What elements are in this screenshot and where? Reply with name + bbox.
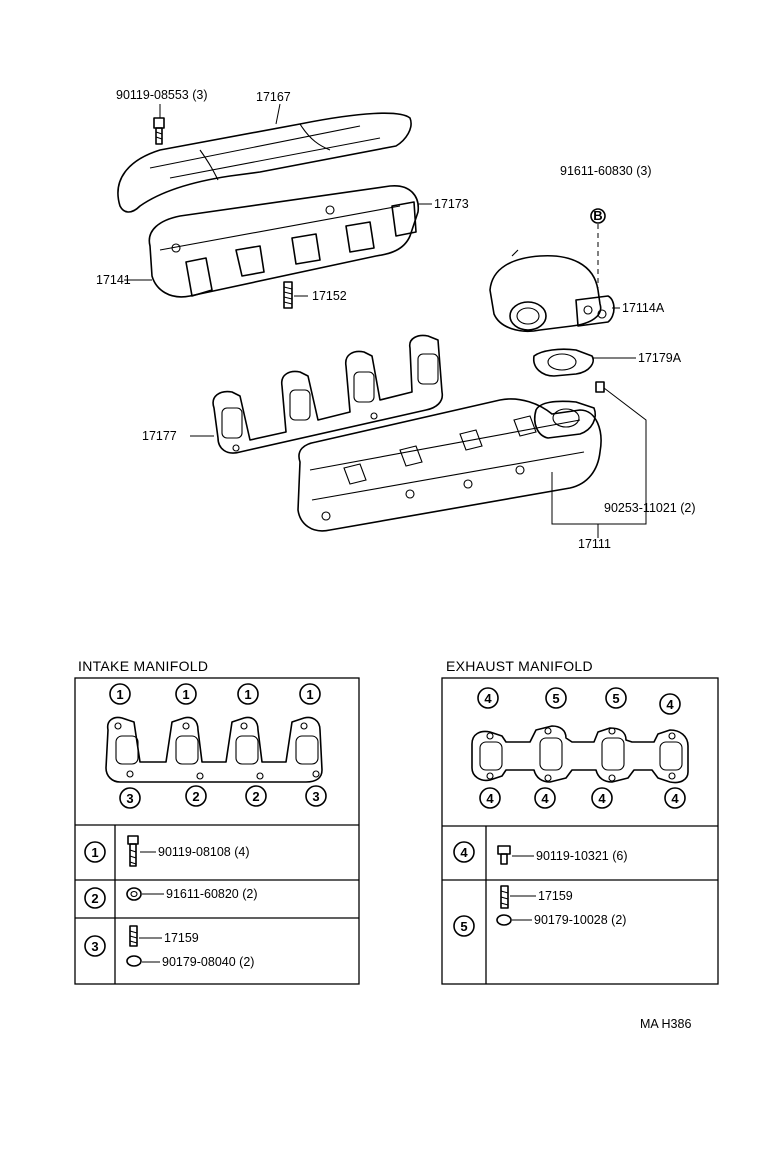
exhaust-top-marks: 4 5 5 4 (477, 687, 681, 715)
elbow-gasket-17179A (532, 348, 594, 377)
intake-panel-title: INTAKE MANIFOLD (78, 658, 208, 674)
intake-gasket-diagram (105, 716, 323, 783)
intake-panel-frame (74, 677, 360, 985)
exhaust-panel-title: EXHAUST MANIFOLD (446, 658, 593, 674)
figure-code: MA H386 (640, 1017, 691, 1031)
mark: 1 (244, 687, 251, 702)
callout-17111: 17111 (578, 537, 611, 551)
exhaust-gasket-17177 (212, 334, 444, 454)
exhaust-legend-row-4: 4 90119-10321 (6) (453, 841, 628, 865)
svg-text:90179-08040 (2): 90179-08040 (2) (162, 955, 254, 969)
mark: 4 (486, 791, 494, 806)
svg-text:90179-10028 (2): 90179-10028 (2) (534, 913, 626, 927)
mark: 5 (552, 691, 559, 706)
svg-text:3: 3 (91, 939, 98, 954)
flange-bolt-icon (127, 835, 139, 845)
exhaust-panel-frame (441, 677, 719, 985)
stud-17152 (283, 281, 293, 309)
intake-legend-row-3: 3 17159 90179-08040 (2) (84, 925, 254, 969)
intake-manifold-17141 (148, 185, 419, 298)
mark: 1 (182, 687, 189, 702)
mark: 4 (598, 791, 606, 806)
exhaust-manifold-17111 (297, 398, 602, 532)
svg-text:90119-10321 (6): 90119-10321 (6) (536, 849, 628, 863)
intake-legend-row-1: 1 90119-08108 (4) (84, 835, 250, 867)
heat-insulator-17167 (117, 112, 412, 213)
intake-top-marks: 1 1 1 1 (109, 683, 321, 705)
callout-90253-11021: 90253-11021 (2) (604, 501, 696, 515)
mark: 1 (306, 687, 313, 702)
mark: 4 (666, 697, 674, 712)
callout-17167: 17167 (256, 90, 291, 104)
exhaust-gasket-diagram (471, 725, 689, 784)
leader-lines (124, 103, 647, 538)
mark: 4 (541, 791, 549, 806)
mark: 1 (116, 687, 123, 702)
svg-text:90119-08108 (4): 90119-08108 (4) (158, 845, 250, 859)
stud-outlet (595, 381, 605, 393)
callout-17173: 17173 (434, 197, 469, 211)
callout-17152: 17152 (312, 289, 347, 303)
svg-text:17159: 17159 (164, 931, 199, 945)
mark: 3 (126, 791, 133, 806)
nut-b-marker: B (590, 208, 606, 290)
svg-text:17159: 17159 (538, 889, 573, 903)
nut-icon (126, 955, 142, 967)
mark: 3 (312, 789, 319, 804)
mark: 2 (192, 789, 199, 804)
svg-text:5: 5 (460, 919, 467, 934)
callout-17114A: 17114A (622, 301, 665, 315)
exhaust-bottom-marks: 4 4 4 4 (479, 787, 686, 809)
turbo-elbow-17114A (489, 249, 615, 332)
nut-icon (496, 914, 512, 926)
callout-17179A: 17179A (638, 351, 682, 365)
svg-text:2: 2 (91, 891, 98, 906)
callout-bolt-90119-08553: 90119-08553 (3) (116, 88, 208, 102)
intake-legend-row-2: 2 91611-60820 (2) (84, 887, 258, 909)
callout-91611-60830: 91611-60830 (3) (560, 164, 652, 178)
intake-bottom-marks: 3 2 2 3 (119, 785, 327, 809)
mark: 4 (484, 691, 492, 706)
bolt-90119-08553 (153, 117, 165, 145)
exhaust-legend-row-5: 5 17159 90179-10028 (2) (453, 885, 626, 937)
svg-text:91611-60820 (2): 91611-60820 (2) (166, 887, 258, 901)
nut-icon (126, 887, 142, 901)
svg-text:B: B (593, 208, 602, 223)
mark: 5 (612, 691, 619, 706)
callout-17177: 17177 (142, 429, 177, 443)
mark: 2 (252, 789, 259, 804)
svg-text:1: 1 (91, 845, 98, 860)
flange-bolt-icon (497, 845, 511, 855)
svg-text:4: 4 (460, 845, 468, 860)
callout-17141: 17141 (96, 273, 131, 287)
mark: 4 (671, 791, 679, 806)
